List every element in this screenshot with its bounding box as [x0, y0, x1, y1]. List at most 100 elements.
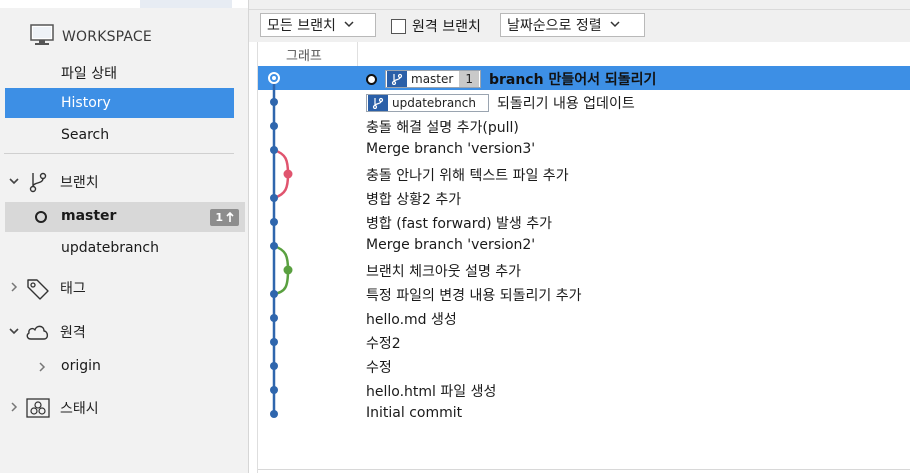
commit-message: 수정 [366, 360, 392, 376]
commit-row[interactable]: 수정 [258, 354, 910, 378]
ref-name: updatebranch [392, 96, 476, 110]
graph-header-label: 그래프 [286, 49, 322, 64]
branch-filter-dropdown[interactable]: 모든 브랜치 [260, 13, 376, 37]
chevron-right-icon[interactable] [8, 281, 22, 296]
current-branch-icon [35, 211, 47, 223]
section-tags[interactable]: 태그 [8, 274, 86, 302]
commit-row[interactable]: 충돌 안나기 위해 텍스트 파일 추가 [258, 162, 910, 186]
monitor-icon [30, 24, 54, 50]
sidebar-item-search[interactable]: Search [5, 120, 234, 150]
commit-node[interactable] [270, 290, 278, 298]
sidebar-item-label: Search [61, 127, 110, 143]
commit-row[interactable]: hello.html 파일 생성 [258, 378, 910, 402]
branch-label: updatebranch [61, 240, 159, 256]
sidebar-branch-master[interactable]: master 1 [5, 202, 245, 232]
commit-row[interactable]: hello.md 생성 [258, 306, 910, 330]
commit-node-head-center [272, 76, 276, 80]
commit-node[interactable] [270, 362, 278, 370]
branch-ref-master[interactable]: master 1 [385, 70, 481, 88]
commit-row[interactable]: Merge branch 'version3' [258, 138, 910, 162]
commit-row[interactable]: updatebranch 되돌리기 내용 업데이트 [258, 90, 910, 114]
commit-node[interactable] [270, 338, 278, 346]
chevron-down-icon [344, 20, 354, 31]
section-stashes[interactable]: 스태시 [8, 394, 99, 422]
toolbar-divider [249, 9, 910, 10]
commit-row[interactable]: 충돌 해결 설명 추가(pull) [258, 114, 910, 138]
cloud-icon [24, 322, 52, 342]
commit-row[interactable]: 병합 (fast forward) 발생 추가 [258, 210, 910, 234]
remote-branches-checkbox[interactable]: 원격 브랜치 [391, 16, 481, 36]
commit-row[interactable]: 병합 상황2 추가 [258, 186, 910, 210]
section-branches[interactable]: 브랜치 [8, 168, 99, 196]
chevron-down-icon[interactable] [8, 175, 22, 189]
branch-icon [387, 71, 407, 87]
section-remotes[interactable]: 원격 [8, 318, 86, 346]
commit-node[interactable] [270, 98, 278, 106]
workspace-label: WORKSPACE [62, 29, 152, 45]
section-label: 태그 [60, 281, 86, 297]
commit-node[interactable] [270, 146, 278, 154]
ref-ahead-count: 1 [459, 71, 479, 87]
commit-node[interactable] [270, 218, 278, 226]
commit-message: hello.md 생성 [366, 312, 457, 328]
branch-label: master [61, 208, 117, 224]
commit-node[interactable] [270, 410, 278, 418]
sidebar-item-file-status[interactable]: 파일 상태 [5, 58, 234, 88]
commit-row[interactable]: 수정2 [258, 330, 910, 354]
checkbox-label: 원격 브랜치 [412, 19, 481, 35]
sidebar-top-tab[interactable] [140, 0, 232, 8]
commit-node[interactable] [270, 242, 278, 250]
commit-message: 충돌 해결 설명 추가(pull) [366, 120, 519, 136]
sidebar-remote-origin[interactable]: origin [5, 352, 234, 382]
section-label: 원격 [60, 325, 86, 341]
commit-message: 충돌 안나기 위해 텍스트 파일 추가 [366, 168, 569, 184]
ahead-badge: 1 [210, 209, 239, 226]
commit-message: Merge branch 'version2' [366, 237, 536, 253]
commit-node[interactable] [283, 169, 293, 179]
commit-row[interactable]: 브랜치 체크아웃 설명 추가 [258, 258, 910, 282]
branch-icon [368, 95, 388, 111]
ahead-count: 1 [215, 211, 223, 224]
section-label: 브랜치 [60, 175, 99, 191]
commit-node[interactable] [283, 265, 293, 275]
chevron-right-icon[interactable] [37, 361, 47, 377]
sidebar-item-history[interactable]: History [5, 88, 234, 118]
branch-icon [24, 170, 52, 194]
workspace-header: WORKSPACE [30, 24, 152, 50]
commit-message: 브랜치 체크아웃 설명 추가 [366, 264, 522, 280]
list-bottom-border [258, 469, 910, 470]
sort-dropdown[interactable]: 날짜순으로 정렬 [500, 13, 645, 37]
sidebar-divider [4, 153, 234, 154]
commit-node[interactable] [270, 386, 278, 394]
branch-ref-updatebranch[interactable]: updatebranch [366, 94, 489, 112]
commit-message: 되돌리기 내용 업데이트 [497, 96, 635, 112]
commit-node[interactable] [270, 314, 278, 322]
commit-row[interactable]: 특정 파일의 변경 내용 되돌리기 추가 [258, 282, 910, 306]
branch-filter-value: 모든 브랜치 [267, 18, 336, 34]
chevron-right-icon[interactable] [8, 401, 22, 416]
main-pane-border [257, 42, 258, 473]
sort-value: 날짜순으로 정렬 [507, 18, 602, 34]
commit-message: Merge branch 'version3' [366, 141, 536, 157]
tag-icon [24, 276, 52, 300]
commit-row[interactable]: Initial commit [258, 402, 910, 426]
sidebar-branch-updatebranch[interactable]: updatebranch [5, 233, 234, 263]
graph-column-header: 그래프 [258, 42, 910, 67]
chevron-down-icon [610, 20, 620, 31]
commit-node[interactable] [270, 122, 278, 130]
commit-node[interactable] [270, 194, 278, 202]
checkbox-box[interactable] [391, 18, 406, 34]
commit-message: 특정 파일의 변경 내용 되돌리기 추가 [366, 288, 582, 304]
commit-row[interactable]: master 1 branch 만들어서 되돌리기 [258, 66, 910, 90]
sidebar-item-label: History [61, 95, 111, 111]
stash-icon [24, 397, 52, 419]
column-separator[interactable] [357, 42, 358, 66]
commit-message: 병합 (fast forward) 발생 추가 [366, 216, 552, 232]
commit-row[interactable]: Merge branch 'version2' [258, 234, 910, 258]
commit-message: 병합 상황2 추가 [366, 192, 462, 208]
sidebar-top-strip [0, 0, 248, 8]
commit-message: branch 만들어서 되돌리기 [488, 72, 657, 88]
chevron-down-icon[interactable] [8, 325, 22, 339]
commit-message-cell: master 1 branch 만들어서 되돌리기 [366, 69, 656, 89]
arrow-up-icon [226, 212, 234, 222]
